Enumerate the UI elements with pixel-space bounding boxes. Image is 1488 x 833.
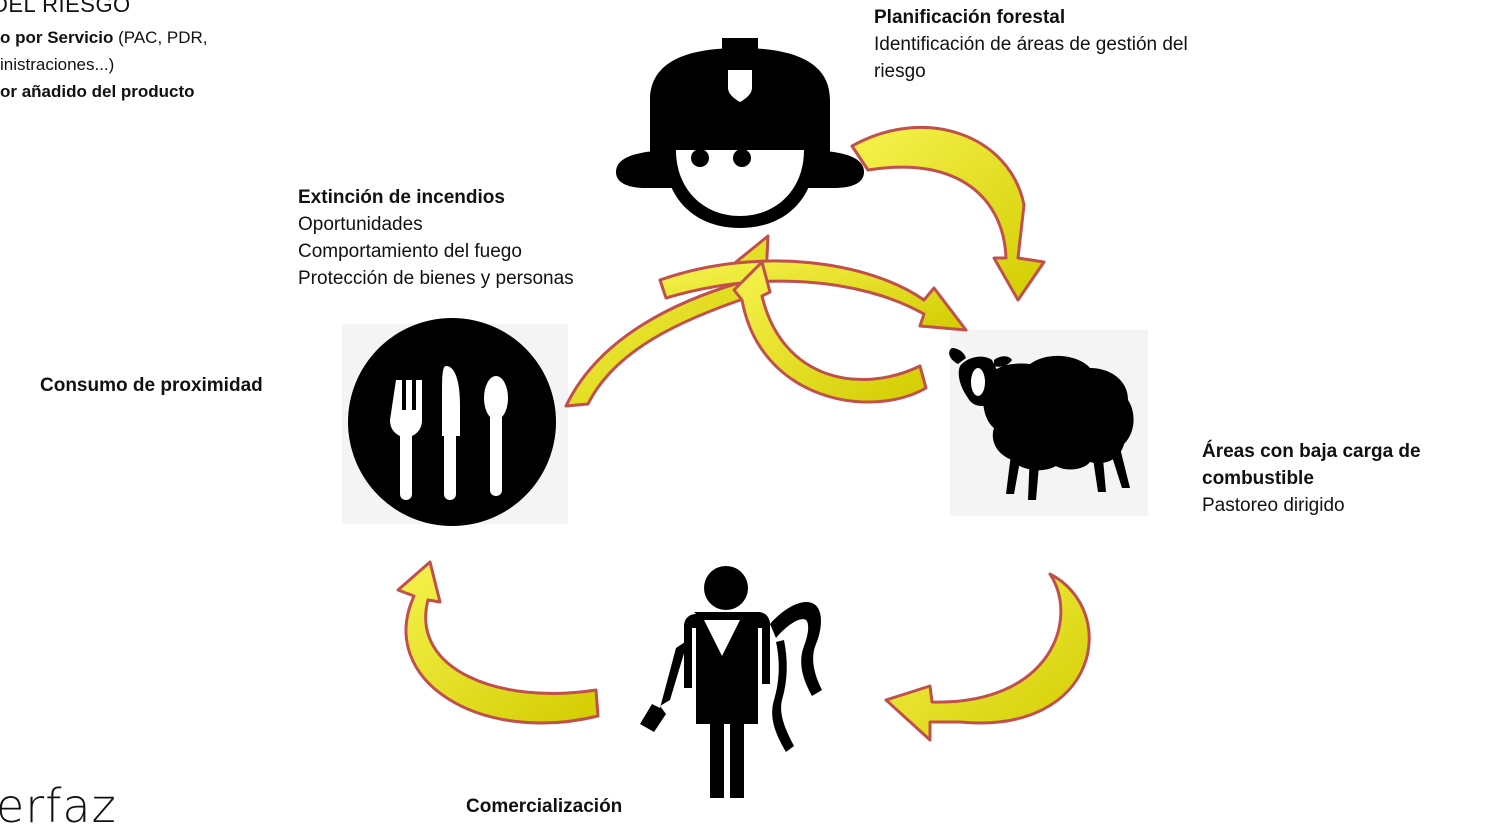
planning-title: Planificación forestal — [874, 7, 1066, 28]
section-title-fragment: DEL RIESGO — [0, 0, 131, 17]
planning-node: Planificación forestal Identificación de… — [874, 4, 1188, 85]
arrow-consumption-to-extinction — [564, 234, 770, 408]
grazing-title-line-2: combustible — [1202, 468, 1314, 489]
administrations-text: inistraciones...) — [0, 55, 115, 74]
extinction-node: Extinción de incendios Oportunidades Com… — [298, 184, 574, 292]
grazing-line-1: Pastoreo dirigido — [1202, 495, 1345, 516]
consumption-title: Consumo de proximidad — [40, 375, 263, 396]
extinction-line-3: Protección de bienes y personas — [298, 268, 574, 289]
cutlery-icon — [348, 318, 556, 526]
extinction-line-1: Oportunidades — [298, 214, 423, 235]
arrow-planning-to-grazing — [850, 125, 1046, 302]
service-label: o por Servicio — [0, 28, 114, 47]
butcher-icon — [640, 566, 822, 798]
footer-fragment: erfaz — [0, 779, 117, 833]
firefighter-icon — [616, 38, 864, 228]
arrow-marketing-to-consumption — [396, 560, 600, 725]
extinction-line-2: Comportamiento del fuego — [298, 241, 522, 262]
planning-line-1: Identificación de áreas de gestión del — [874, 34, 1188, 55]
service-detail: (PAC, PDR, — [113, 28, 208, 47]
planning-line-2: riesgo — [874, 61, 926, 82]
arrow-grazing-to-marketing — [884, 572, 1091, 742]
marketing-title: Comercialización — [466, 796, 623, 817]
sheep-icon — [949, 348, 1134, 500]
section-text-fragment: o por Servicio (PAC, PDR, inistraciones.… — [0, 24, 208, 105]
grazing-node: Áreas con baja carga de combustible Past… — [1202, 438, 1421, 519]
extinction-title: Extinción de incendios — [298, 187, 505, 208]
grazing-title-line-1: Áreas con baja carga de — [1202, 441, 1421, 462]
arrow-grazing-to-extinction — [732, 260, 928, 404]
added-value-text: or añadido del producto — [0, 82, 195, 101]
